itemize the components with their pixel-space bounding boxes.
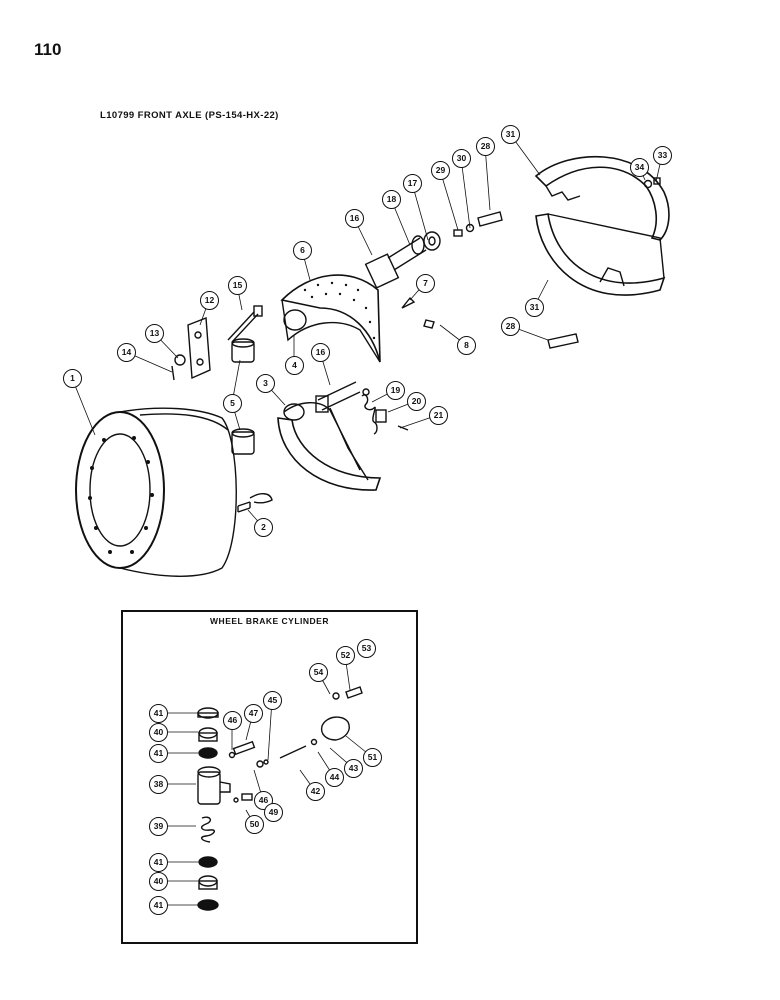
callout-6: 6 (293, 241, 312, 260)
bushing-upper (231, 338, 255, 363)
callout-53: 53 (357, 639, 376, 658)
dust-shield-lower (535, 213, 666, 296)
callout-34: 34 (630, 158, 649, 177)
drum-bolt-holes (88, 436, 154, 554)
pin-21 (397, 425, 409, 431)
callout-43: 43 (344, 759, 363, 778)
callout-31-upper: 31 (501, 125, 520, 144)
diagram-title: L10799 FRONT AXLE (PS-154-HX-22) (100, 110, 279, 121)
washer-18 (411, 235, 425, 255)
callout-45: 45 (263, 691, 282, 710)
dust-shield-upper (534, 155, 670, 241)
callout-12: 12 (200, 291, 219, 310)
plate-28-upper (477, 211, 503, 227)
callout-8: 8 (457, 336, 476, 355)
callout-13: 13 (145, 324, 164, 343)
retainer-8 (423, 319, 435, 329)
callout-18: 18 (382, 190, 401, 209)
bolt-2 (237, 493, 273, 513)
callout-38: 38 (149, 775, 168, 794)
callout-30: 30 (452, 149, 471, 168)
callout-21: 21 (429, 406, 448, 425)
callout-40-upper: 40 (149, 723, 168, 742)
callout-54: 54 (309, 663, 328, 682)
callout-5: 5 (223, 394, 242, 413)
brake-drum (75, 407, 237, 577)
spring-19 (361, 388, 378, 435)
callout-17: 17 (403, 174, 422, 193)
anchor-plate (187, 317, 211, 380)
callout-2: 2 (254, 518, 273, 537)
washer-30 (465, 223, 475, 233)
callout-44: 44 (325, 768, 344, 787)
cotter-14 (171, 365, 175, 381)
callout-15: 15 (228, 276, 247, 295)
pin-7 (401, 296, 416, 309)
callout-41-a: 41 (149, 704, 168, 723)
callout-46-upper: 46 (223, 711, 242, 730)
callout-7: 7 (416, 274, 435, 293)
nut-13 (174, 354, 186, 366)
callout-3: 3 (256, 374, 275, 393)
callout-28-upper: 28 (476, 137, 495, 156)
callout-51: 51 (363, 748, 382, 767)
callout-40-lower: 40 (149, 872, 168, 891)
callout-28-lower: 28 (501, 317, 520, 336)
callout-1: 1 (63, 369, 82, 388)
callout-16-lower: 16 (311, 343, 330, 362)
brake-shoe-upper (280, 274, 381, 363)
callout-52: 52 (336, 646, 355, 665)
callout-33: 33 (653, 146, 672, 165)
wheel-brake-cylinder-inset: WHEEL BRAKE CYLINDER (121, 610, 418, 944)
callout-50: 50 (245, 815, 264, 834)
callout-14: 14 (117, 343, 136, 362)
callout-49: 49 (264, 803, 283, 822)
anchor-pin (227, 305, 263, 343)
callout-41-d: 41 (149, 896, 168, 915)
callout-41-c: 41 (149, 853, 168, 872)
inset-parts (197, 686, 363, 911)
camshaft-lower (315, 381, 361, 413)
callout-4: 4 (285, 356, 304, 375)
callout-29: 29 (431, 161, 450, 180)
callout-42: 42 (306, 782, 325, 801)
clip-20 (375, 409, 387, 423)
brake-shoe-lower (277, 402, 382, 491)
callout-20: 20 (407, 392, 426, 411)
plate-28-lower (547, 333, 579, 349)
nut-34 (643, 179, 653, 189)
callout-41-b: 41 (149, 744, 168, 763)
nut-17 (423, 231, 441, 251)
bushing-lower (231, 428, 255, 455)
callout-39: 39 (149, 817, 168, 836)
inset-title: WHEEL BRAKE CYLINDER (210, 616, 329, 626)
bolt-29 (453, 229, 463, 237)
lining-rivets (303, 281, 376, 340)
callout-47: 47 (244, 704, 263, 723)
page-number: 110 (34, 40, 62, 59)
callout-19: 19 (386, 381, 405, 400)
callout-16-upper: 16 (345, 209, 364, 228)
bolt-33 (653, 177, 661, 185)
callout-31-lower: 31 (525, 298, 544, 317)
